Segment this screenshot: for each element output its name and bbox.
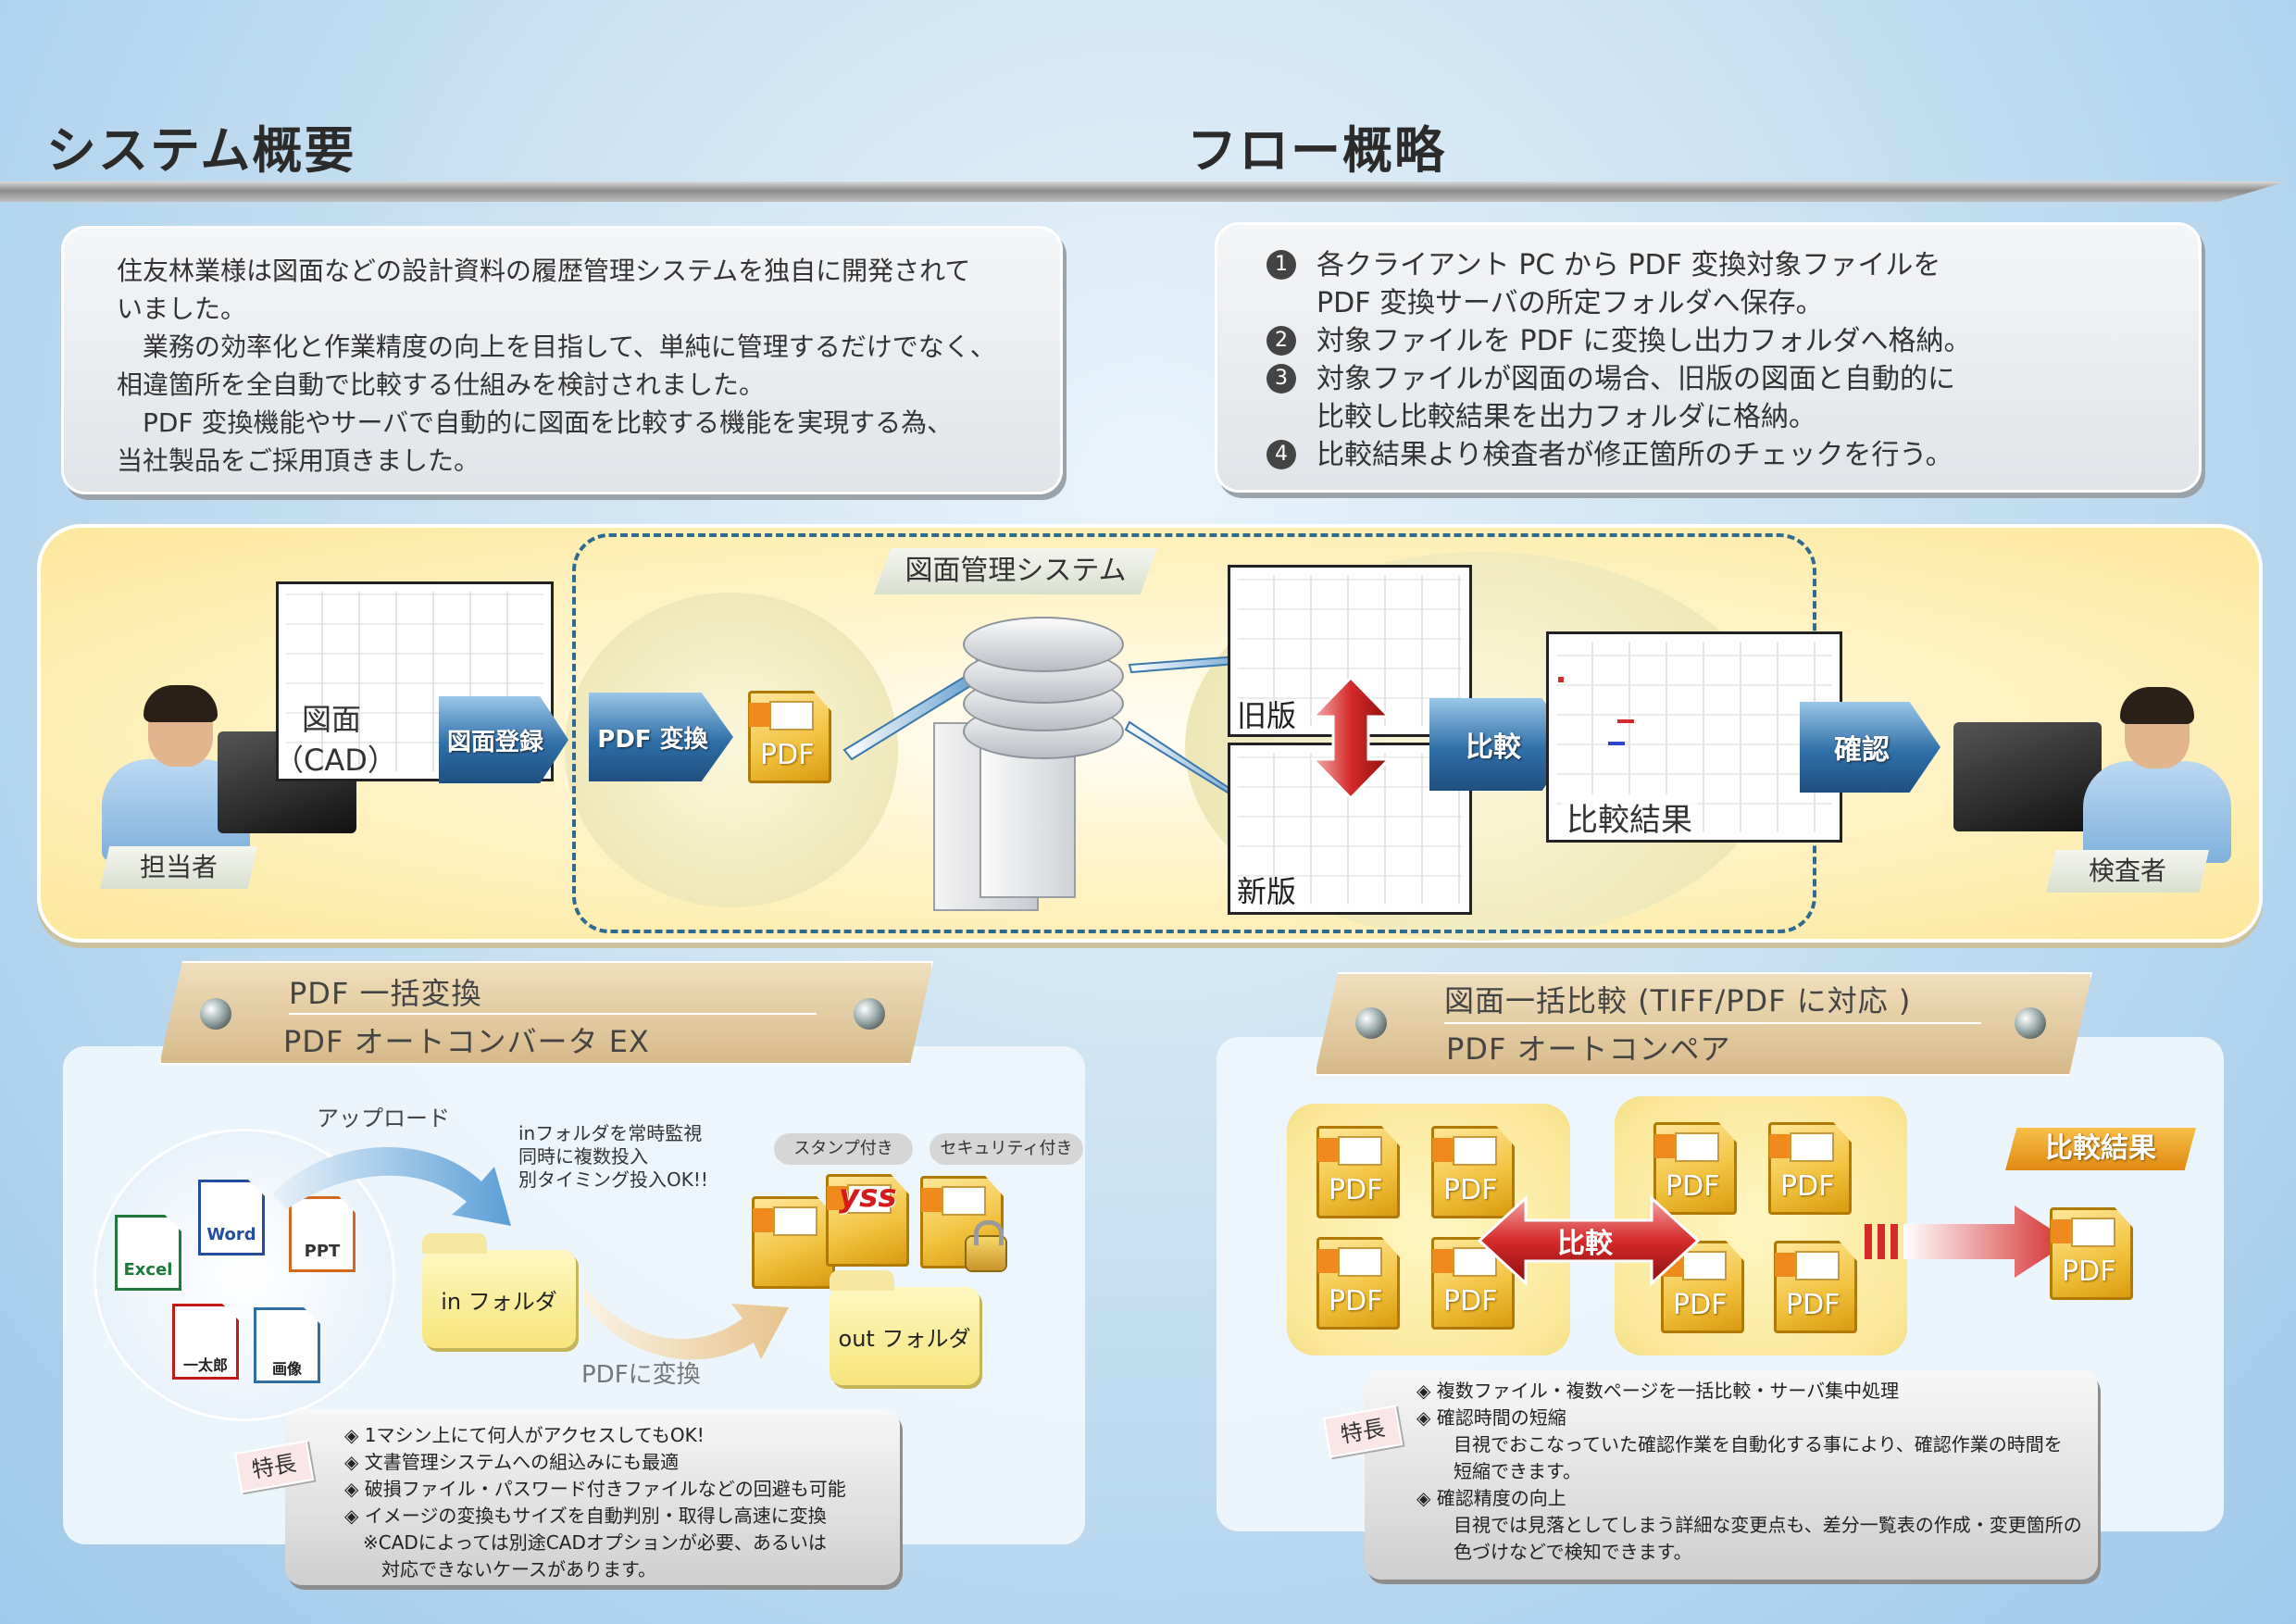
step-text: 比較結果より検査者が修正箇所のチェックを行う。 <box>1316 439 1953 471</box>
step-number: 3 <box>1267 364 1296 394</box>
overview-line: いました。 <box>117 294 247 324</box>
confirm-arrow: 確認 <box>1800 702 1940 793</box>
pdf-output-icon-back: PDF 一括変換 <box>752 1196 835 1289</box>
pdf-icon: PDF <box>1316 1237 1400 1330</box>
register-arrow: 図面登録 <box>439 696 568 783</box>
overview-line: 相違箇所を全自動で比較する仕組みを検討されました。 <box>117 369 766 400</box>
in-folder: in フォルダ <box>422 1233 576 1348</box>
feature-line: 目視では見落としてしまう詳細な変更点も、差分一覧表の作成・変更箇所の <box>1416 1514 2082 1536</box>
pdf-convert-arrow: PDF 変換 <box>589 693 733 781</box>
watch-note-line: 別タイミング投入OK!! <box>518 1168 708 1191</box>
new-version-label: 新版 <box>1237 874 1297 909</box>
step-number: 4 <box>1267 440 1296 469</box>
feature-line: ◈ 1マシン上にて何人がアクセスしてもOK! <box>344 1424 705 1446</box>
flow-step-1: 1 各クライアント PC から PDF 変換対象ファイルを PDF 変換サーバの所定… <box>1267 246 2174 322</box>
feature-line: ※CADによっては別途CADオプションが必要、あるいは <box>344 1531 827 1554</box>
overview-line: 業務の効率化と作業精度の向上を目指して、単純に管理するだけでなく、 <box>117 331 996 362</box>
watch-note-line: 同時に複数投入 <box>518 1145 648 1168</box>
step-text: 対象ファイルを PDF に変換し出力フォルダへ格納。 <box>1316 325 1972 357</box>
result-arrow <box>1865 1206 2070 1278</box>
flow-heading: フロー概略 <box>1187 121 1446 180</box>
inspector-person <box>1944 676 2240 880</box>
overview-panel: 住友林業様は図面などの設計資料の履歴管理システムを独自に開発されて いました。 … <box>61 226 1063 494</box>
double-arrow-icon <box>1311 676 1391 800</box>
step-text: 各クライアント PC から PDF 変換対象ファイルを <box>1316 249 1941 281</box>
yss-stamp: yss <box>839 1178 897 1215</box>
out-folder: out フォルダ <box>830 1270 980 1385</box>
overview-line: 住友林業様は図面などの設計資料の履歴管理システムを独自に開発されて <box>117 256 971 286</box>
flow-step-2: 2 対象ファイルを PDF に変換し出力フォルダへ格納。 <box>1267 322 2174 360</box>
flow-step-4: 4 比較結果より検査者が修正箇所のチェックを行う。 <box>1267 436 2174 474</box>
pdf-icon: PDF <box>1431 1126 1515 1218</box>
pdf-label: PDF <box>760 739 815 771</box>
stamped-pdf-icon <box>826 1174 909 1267</box>
step-text: 比較し比較結果を出力フォルダに格納。 <box>1316 401 1816 433</box>
step-text: PDF 変換サーバの所定フォルダへ保存。 <box>1316 287 1824 319</box>
header-rule <box>0 181 2287 202</box>
drawing-label: 図面 <box>302 702 362 737</box>
flow-panel: 1 各クライアント PC から PDF 変換対象ファイルを PDF 変換サーバの所定… <box>1215 222 2202 493</box>
compare-result-label: 比較結果 <box>1561 794 1698 840</box>
compare-title-2: PDF オートコンペア <box>1446 1031 1731 1067</box>
to-pdf-label: PDFに変換 <box>581 1361 701 1389</box>
feature-line: ◈ 破損ファイル・パスワード付きファイルなどの回避も可能 <box>344 1478 846 1500</box>
inspector-label: 検査者 <box>2046 850 2209 893</box>
word-file-icon: Word <box>198 1180 265 1255</box>
overview-line: 当社製品をご採用頂きました。 <box>117 445 480 476</box>
ichitaro-file-icon: 一太郎 <box>172 1304 239 1380</box>
compare-features: ◈ 複数ファイル・複数ページを一括比較・サーバ集中処理 ◈ 確認時間の短縮 目視… <box>1365 1370 2098 1580</box>
result-label: 比較結果 <box>2005 1128 2196 1170</box>
image-file-icon: 画像 <box>254 1307 320 1383</box>
security-label: セキュリティ付き <box>930 1133 1083 1165</box>
watch-note: inフォルダを常時監視 同時に複数投入 別タイミング投入OK!! <box>518 1122 708 1192</box>
watch-note-line: inフォルダを常時監視 <box>518 1122 703 1144</box>
upload-arrow <box>272 1147 511 1226</box>
lock-icon <box>967 1220 1005 1270</box>
step-number: 1 <box>1267 250 1296 280</box>
feature-line: ◈ イメージの変換もサイズを自動判別・取得し高速に変換 <box>344 1505 827 1527</box>
pdf-icon: PDF <box>1768 1122 1852 1215</box>
out-folder-label: out フォルダ <box>838 1325 971 1352</box>
result-pdf-icon: PDF <box>2050 1207 2133 1300</box>
pdf-icon: PDF <box>1431 1237 1515 1330</box>
convert-arrow <box>583 1285 789 1360</box>
upload-label: アップロード <box>317 1106 450 1131</box>
converter-features: ◈ 1マシン上にて何人がアクセスしてもOK! ◈ 文書管理システムへの組込みにも… <box>285 1409 900 1585</box>
system-label: 図面管理システム <box>874 548 1157 594</box>
step-text: 対象ファイルが図面の場合、旧版の図面と自動的に <box>1316 363 1955 395</box>
feature-line: 色づけなどで検知できます。 <box>1416 1541 1692 1563</box>
old-version-label: 旧版 <box>1237 698 1297 733</box>
compare-title-plate: 図面一括比較 (TIFF/PDF に対応 ) PDF オートコンペア <box>1315 972 2092 1076</box>
staff-label: 担当者 <box>100 846 257 889</box>
compare-label: 比較 <box>1557 1228 1613 1260</box>
stamp-label: スタンプ付き <box>774 1133 913 1165</box>
step-number: 2 <box>1267 326 1296 356</box>
feature-line: 対応できないケースがあります。 <box>344 1558 656 1580</box>
ppt-file-icon: PPT <box>289 1196 356 1272</box>
database-server <box>926 611 1148 917</box>
feature-line: ◈ 複数ファイル・複数ページを一括比較・サーバ集中処理 <box>1416 1380 1900 1402</box>
pdf-file-icon: PDF <box>748 691 831 783</box>
compare-double-arrow <box>1478 1194 1700 1287</box>
feature-line: 目視でおこなっていた確認作業を自動化する事により、確認作業の時間を <box>1416 1433 2063 1455</box>
feature-line: 短縮できます。 <box>1416 1460 1581 1482</box>
converter-title-plate: PDF 一括変換 PDF オートコンバータ EX <box>159 961 933 1065</box>
feature-line: ◈ 確認精度の向上 <box>1416 1487 1566 1509</box>
feature-line: ◈ 文書管理システムへの組込みにも最適 <box>344 1451 680 1473</box>
compare-title-1: 図面一括比較 (TIFF/PDF に対応 ) <box>1444 983 1912 1018</box>
pdf-icon: PDF <box>1774 1241 1857 1333</box>
drawing-sublabel: （CAD） <box>274 743 397 778</box>
converter-title-1: PDF 一括変換 <box>289 976 482 1011</box>
in-folder-label: in フォルダ <box>441 1288 557 1315</box>
converter-title-2: PDF オートコンバータ EX <box>283 1024 650 1059</box>
feature-line: ◈ 確認時間の短縮 <box>1416 1406 1566 1429</box>
overview-heading: システム概要 <box>46 121 356 180</box>
overview-line: PDF 変換機能やサーバで自動的に図面を比較する機能を実現する為、 <box>117 407 954 438</box>
excel-file-icon: Excel <box>115 1215 181 1291</box>
pdf-icon: PDF <box>1653 1122 1737 1215</box>
flow-step-3: 3 対象ファイルが図面の場合、旧版の図面と自動的に比較し比較結果を出力フォルダに格… <box>1267 360 2174 436</box>
pdf-icon: PDF <box>1316 1126 1400 1218</box>
